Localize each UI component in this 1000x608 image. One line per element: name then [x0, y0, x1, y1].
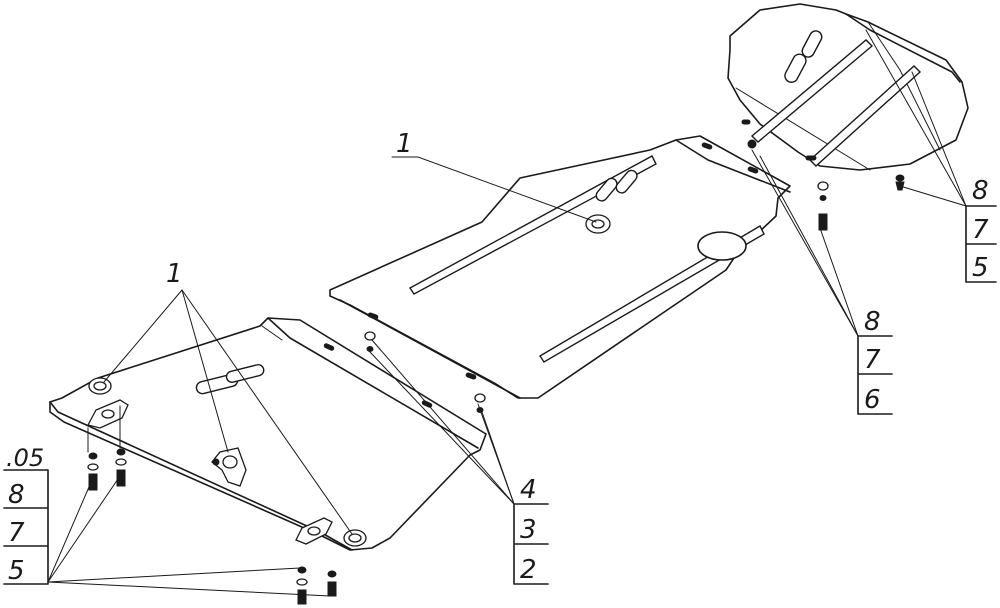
cutout	[697, 231, 747, 261]
bolt-stack	[364, 331, 376, 352]
callout-right-7: 7	[972, 215, 989, 245]
slot	[784, 53, 807, 83]
grommet	[343, 529, 367, 547]
callout-right-8: 8	[972, 176, 989, 206]
center-plate	[329, 135, 791, 413]
rib	[539, 225, 765, 363]
front-plate	[49, 317, 487, 605]
callout-left-group: 1	[166, 259, 183, 289]
bolt-stack	[115, 448, 127, 487]
callout-left-7: 7	[8, 518, 25, 548]
callout-center-4: 4	[520, 475, 537, 505]
bracket	[87, 399, 129, 429]
bolt-stack	[474, 393, 486, 413]
rib	[808, 65, 922, 167]
bolt-stack	[817, 181, 829, 231]
callout-mid-right-7: 7	[864, 345, 881, 375]
callout-left-8: 8	[8, 480, 25, 510]
rib	[408, 155, 657, 295]
slot	[595, 177, 618, 202]
callout-mid-right-8: 8	[864, 307, 881, 337]
bracket	[295, 517, 333, 545]
callout-top-center: 1	[396, 129, 413, 159]
callout-right-5: 5	[972, 253, 989, 283]
slot	[615, 169, 638, 194]
callout-mid-right-6: 6	[864, 385, 881, 415]
callout-labels: 1 1 8 7 5 8 7 6 4 3 2 .05 8 7 5	[6, 129, 989, 586]
callout-center-2: 2	[520, 555, 537, 585]
bracket	[211, 447, 247, 487]
slot	[225, 364, 265, 383]
bolt-stack	[327, 570, 337, 597]
bolt-stack	[87, 452, 99, 491]
grommet	[88, 377, 112, 395]
rear-plate	[727, 3, 969, 231]
callout-left-5: 5	[8, 556, 25, 586]
rib	[750, 39, 874, 143]
callout-center-3: 3	[520, 515, 537, 545]
callout-left-05: .05	[6, 444, 44, 472]
grommet	[585, 214, 611, 234]
bolt-stack	[296, 566, 308, 605]
slot	[801, 30, 823, 58]
leader-lines	[3, 29, 997, 597]
